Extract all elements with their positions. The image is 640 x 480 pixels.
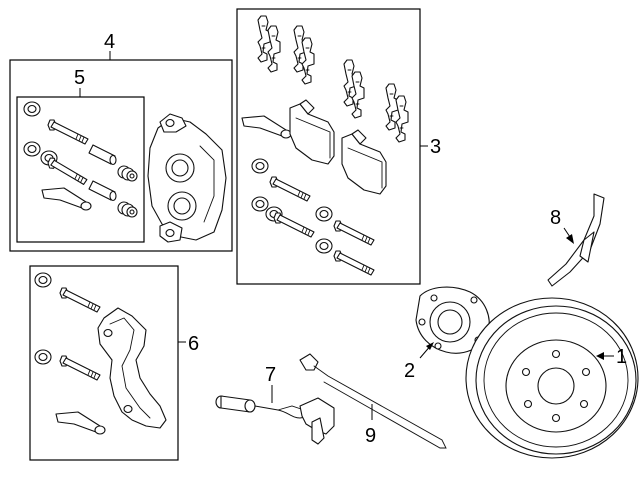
pad-wear-indicator — [299, 353, 447, 449]
brake-wear-sensor — [215, 395, 335, 445]
brake-caliper — [147, 113, 227, 243]
caliper-bracket — [97, 307, 167, 429]
callout-7: 7 — [265, 364, 276, 386]
hardware-kit-parts — [23, 101, 138, 218]
callout-9: 9 — [365, 425, 376, 447]
callout-5: 5 — [74, 67, 85, 89]
callout-4: 4 — [104, 31, 115, 53]
brake-rotor — [465, 297, 639, 459]
caliper-bracket-box — [29, 265, 179, 461]
callout-8: 8 — [550, 207, 561, 229]
brake-pad-kit-parts — [241, 15, 409, 276]
wheel-hub — [415, 286, 490, 354]
callout-6: 6 — [188, 333, 199, 355]
dust-shield — [547, 193, 605, 287]
callout-3: 3 — [430, 136, 441, 158]
callout-1: 1 — [616, 346, 627, 368]
caliper-assembly-box — [9, 59, 233, 252]
caliper-bracket-parts — [34, 272, 167, 435]
callout-2: 2 — [404, 360, 415, 382]
